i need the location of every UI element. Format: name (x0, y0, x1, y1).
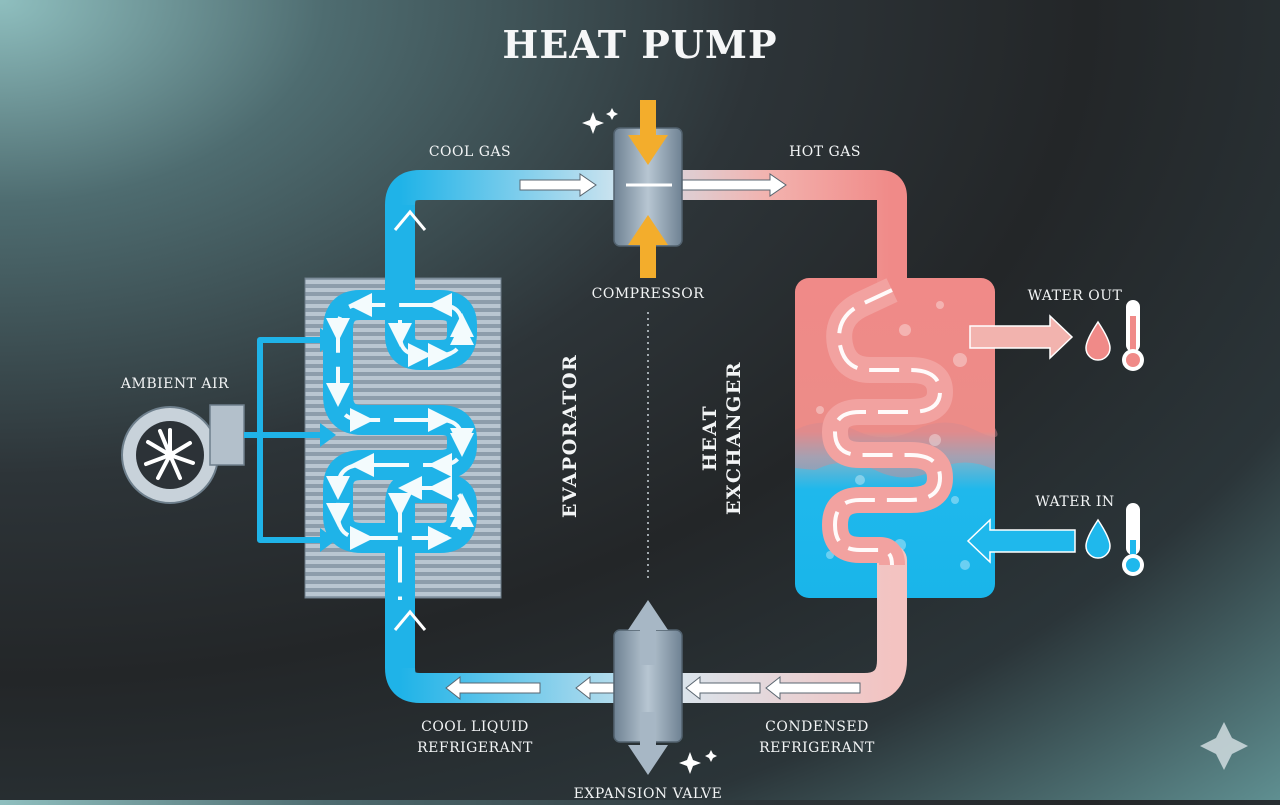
sparkle-icon (582, 108, 717, 774)
label-condensed-line1: CONDENSED (765, 719, 869, 735)
water-drop-hot-icon (1085, 320, 1111, 361)
label-cool-liquid-line2: REFRIGERANT (417, 740, 533, 756)
label-heat-exchanger: HEAT EXCHANGER (698, 358, 746, 518)
label-compressor: COMPRESSOR (591, 286, 705, 302)
corner-sparkle-icon (1200, 722, 1248, 770)
label-water-out: WATER OUT (1027, 288, 1123, 304)
label-heat-exchanger-line1: HEAT (699, 404, 721, 472)
label-ambient-air: AMBIENT AIR (120, 376, 230, 392)
compress-arrow-up (628, 215, 668, 278)
heat-exchanger-coil (822, 278, 953, 566)
label-cool-liquid-refrigerant: COOL LIQUID REFRIGERANT (395, 717, 555, 759)
ambient-air-arrows (244, 337, 325, 543)
label-expansion-valve: EXPANSION VALVE (573, 786, 723, 802)
fan-icon (121, 404, 245, 504)
label-water-in: WATER IN (1035, 494, 1115, 510)
label-heat-exchanger-line2: EXCHANGER (723, 360, 745, 516)
label-condensed-refrigerant: CONDENSED REFRIGERANT (737, 717, 897, 759)
compress-arrow-down (628, 100, 668, 165)
water-arrows (966, 314, 1076, 564)
thermometer-hot-icon (1122, 300, 1144, 371)
label-cool-gas: COOL GAS (428, 144, 512, 160)
label-evaporator: EVAPORATOR (559, 353, 581, 518)
water-drop-cold-icon (1085, 518, 1111, 559)
page-title: HEAT PUMP (502, 22, 778, 67)
label-hot-gas: HOT GAS (789, 144, 861, 160)
evaporator-coil (323, 290, 477, 600)
compressor (613, 100, 683, 278)
thermometer-cold-icon (1122, 503, 1144, 576)
expansion-valve (613, 600, 683, 775)
label-cool-liquid-line1: COOL LIQUID (421, 719, 529, 735)
label-condensed-line2: REFRIGERANT (759, 740, 875, 756)
